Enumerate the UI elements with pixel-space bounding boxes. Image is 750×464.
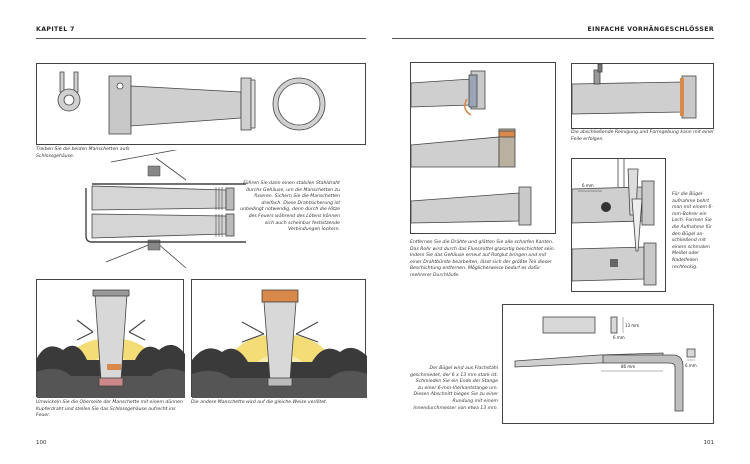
page-number-right: 101 bbox=[703, 440, 715, 446]
housing-parts-drawing bbox=[57, 71, 326, 135]
section-heading: EINFACHE VORHÄNGESCHLÖSSER bbox=[587, 26, 714, 33]
figure-drilling: 6 mm bbox=[571, 158, 666, 292]
dim-width: 6 mm bbox=[613, 335, 625, 340]
figure-shackle: 13 mm 6 mm 86 mm 6 mm bbox=[502, 304, 714, 424]
dim-length: 86 mm bbox=[621, 364, 635, 369]
dim-drill: 6 mm bbox=[582, 183, 594, 188]
dim-height: 13 mm bbox=[625, 323, 639, 328]
shackle-drawing: 13 mm 6 mm 86 mm 6 mm bbox=[514, 316, 697, 412]
drilling-drawing: 6 mm bbox=[572, 159, 657, 286]
caption-fig4: Die andere Manschette wird auf die gleic… bbox=[191, 400, 328, 405]
cleaning-stages-drawing bbox=[411, 70, 532, 226]
figure-in-fire-1 bbox=[36, 279, 185, 398]
dim-square: 6 mm bbox=[685, 363, 697, 368]
chapter-heading: KAPITEL 7 bbox=[36, 26, 75, 33]
caption-fig5: Entfernen Sie die Drähte und glätten Sie… bbox=[410, 240, 556, 278]
filing-drawing bbox=[572, 64, 697, 119]
caption-fig3: Umwickeln Sie die Oberseite der Manschet… bbox=[36, 400, 183, 419]
figure-in-fire-2 bbox=[191, 279, 367, 398]
figure-housing-parts bbox=[36, 63, 366, 145]
figure-wire-securing bbox=[36, 150, 246, 274]
figure-filing bbox=[571, 63, 714, 129]
caption-fig1: Treiben Sie die beiden Manschetten aufs … bbox=[36, 147, 130, 159]
fire-drawing-1 bbox=[37, 289, 185, 398]
page-number-left: 100 bbox=[36, 440, 47, 446]
wire-securing-drawing bbox=[85, 150, 246, 269]
caption-fig2: Führen Sie dann einen stabilen Stahldrah… bbox=[240, 181, 340, 233]
fire-drawing-2 bbox=[192, 289, 367, 398]
header-rule-left bbox=[36, 38, 366, 39]
header-rule-right bbox=[392, 38, 714, 39]
figure-cleaning-stages bbox=[410, 62, 556, 234]
caption-fig8: Der Bügel wird aus Flachstahl geschmiede… bbox=[410, 366, 498, 411]
caption-fig7: Für die Bügel­aufnahme bohrt man mit ein… bbox=[672, 192, 714, 270]
caption-fig6: Die abschließende Reinigung und Formgebu… bbox=[571, 130, 714, 142]
